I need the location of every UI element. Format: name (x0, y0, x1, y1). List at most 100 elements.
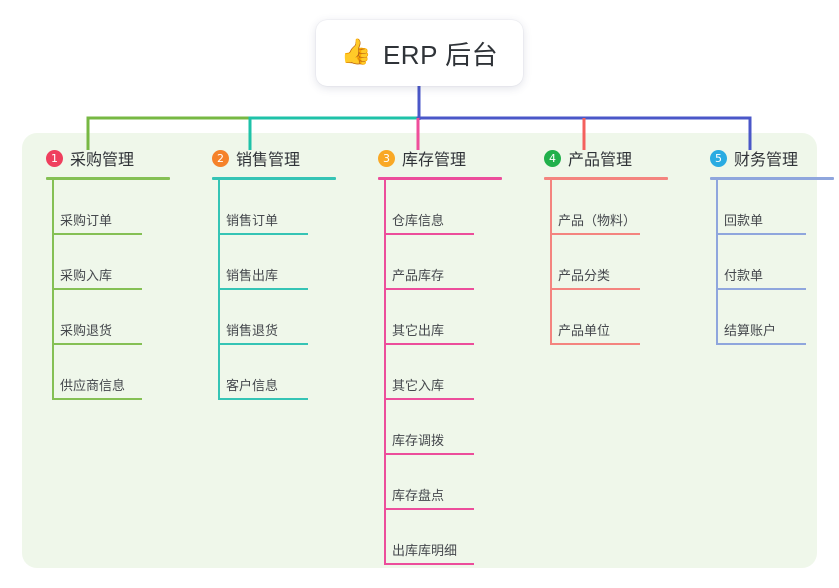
branch-underline (46, 177, 170, 180)
leaf-spine (716, 180, 718, 345)
branch-badge-icon: 3 (378, 149, 395, 167)
leaf-item-label: 产品单位 (558, 323, 611, 338)
branches-panel (22, 133, 817, 568)
leaf-underline (52, 288, 142, 290)
leaf-spine (52, 180, 54, 400)
leaf-item[interactable]: 采购退货 (30, 290, 190, 345)
leaf-underline (218, 288, 308, 290)
leaf-item-label: 仓库信息 (392, 213, 445, 228)
leaf-item-label: 出库库明细 (392, 543, 458, 558)
leaf-item[interactable]: 产品分类 (528, 235, 688, 290)
leaf-underline (52, 233, 142, 235)
leaf-item[interactable]: 库存调拨 (362, 400, 522, 455)
leaf-list: 采购订单采购入库采购退货供应商信息 (30, 180, 190, 400)
leaf-item[interactable]: 产品单位 (528, 290, 688, 345)
branch-title: 库存管理 (402, 152, 467, 169)
leaf-item-label: 采购订单 (60, 213, 113, 228)
leaf-item[interactable]: 付款单 (694, 235, 839, 290)
branch-column-3: 3 库存管理仓库信息产品库存其它出库其它入库库存调拨库存盘点出库库明细 (362, 146, 522, 565)
branch-badge-icon: 5 (710, 149, 727, 167)
leaf-underline (716, 288, 806, 290)
leaf-item[interactable]: 出库库明细 (362, 510, 522, 565)
branch-underline (710, 177, 834, 180)
branch-badge-icon: 2 (212, 149, 229, 167)
leaf-item[interactable]: 销售订单 (196, 180, 356, 235)
leaf-item-label: 销售订单 (226, 213, 279, 228)
leaf-underline (218, 398, 308, 400)
branch-header-5[interactable]: 5 财务管理 (694, 146, 839, 170)
leaf-underline (218, 233, 308, 235)
leaf-underline (550, 288, 640, 290)
leaf-item[interactable]: 产品（物料） (528, 180, 688, 235)
branch-underline (212, 177, 336, 180)
leaf-underline (716, 233, 806, 235)
leaf-item[interactable]: 采购入库 (30, 235, 190, 290)
leaf-underline (550, 343, 640, 345)
leaf-item-label: 产品（物料） (558, 213, 637, 228)
branch-badge-icon: 1 (46, 149, 63, 167)
leaf-item[interactable]: 回款单 (694, 180, 839, 235)
leaf-list: 仓库信息产品库存其它出库其它入库库存调拨库存盘点出库库明细 (362, 180, 522, 565)
leaf-item-label: 回款单 (724, 213, 764, 228)
leaf-item-label: 产品分类 (558, 268, 611, 283)
leaf-item-label: 销售出库 (226, 268, 279, 283)
leaf-item[interactable]: 其它出库 (362, 290, 522, 345)
branch-header-3[interactable]: 3 库存管理 (362, 146, 522, 170)
branch-column-5: 5 财务管理回款单付款单结算账户 (694, 146, 839, 345)
branch-header-2[interactable]: 2 销售管理 (196, 146, 356, 170)
leaf-underline (52, 398, 142, 400)
root-node-title: ERP 后台 (382, 39, 499, 70)
branch-title: 财务管理 (734, 152, 799, 169)
branch-underline (544, 177, 668, 180)
leaf-spine (384, 180, 386, 565)
leaf-item[interactable]: 产品库存 (362, 235, 522, 290)
leaf-item[interactable]: 销售出库 (196, 235, 356, 290)
leaf-item-label: 销售退货 (226, 323, 279, 338)
leaf-item[interactable]: 供应商信息 (30, 345, 190, 400)
leaf-underline (52, 343, 142, 345)
leaf-underline (550, 233, 640, 235)
leaf-item-label: 库存盘点 (392, 488, 445, 503)
leaf-item-label: 采购退货 (60, 323, 113, 338)
leaf-list: 回款单付款单结算账户 (694, 180, 839, 345)
branch-badge-icon: 4 (544, 149, 561, 167)
leaf-item[interactable]: 仓库信息 (362, 180, 522, 235)
leaf-spine (218, 180, 220, 400)
leaf-underline (384, 233, 474, 235)
branch-title: 销售管理 (236, 152, 301, 169)
leaf-item[interactable]: 客户信息 (196, 345, 356, 400)
leaf-item-label: 采购入库 (60, 268, 113, 283)
branch-underline (378, 177, 502, 180)
leaf-item[interactable]: 库存盘点 (362, 455, 522, 510)
branch-column-4: 4 产品管理产品（物料） 产品分类产品单位 (528, 146, 688, 345)
branch-title: 产品管理 (568, 152, 633, 169)
leaf-underline (384, 288, 474, 290)
leaf-item[interactable]: 结算账户 (694, 290, 839, 345)
leaf-item-label: 付款单 (724, 268, 764, 283)
leaf-underline (716, 343, 806, 345)
leaf-item-label: 其它出库 (392, 323, 445, 338)
branch-header-4[interactable]: 4 产品管理 (528, 146, 688, 170)
leaf-list: 销售订单销售出库销售退货客户信息 (196, 180, 356, 400)
leaf-item-label: 供应商信息 (60, 378, 126, 393)
leaf-item[interactable]: 销售退货 (196, 290, 356, 345)
leaf-underline (384, 563, 474, 565)
leaf-item-label: 其它入库 (392, 378, 445, 393)
leaf-underline (218, 343, 308, 345)
leaf-item-label: 库存调拨 (392, 433, 445, 448)
leaf-item[interactable]: 其它入库 (362, 345, 522, 400)
leaf-underline (384, 398, 474, 400)
leaf-spine (550, 180, 552, 345)
leaf-list: 产品（物料） 产品分类产品单位 (528, 180, 688, 345)
leaf-underline (384, 343, 474, 345)
leaf-item[interactable]: 采购订单 (30, 180, 190, 235)
branch-column-2: 2 销售管理销售订单销售出库销售退货客户信息 (196, 146, 356, 400)
leaf-underline (384, 508, 474, 510)
leaf-item-label: 产品库存 (392, 268, 445, 283)
thumbs-up-icon: 👍 (340, 37, 372, 66)
root-node[interactable]: 👍 ERP 后台 (316, 20, 523, 86)
leaf-item-label: 客户信息 (226, 378, 279, 393)
